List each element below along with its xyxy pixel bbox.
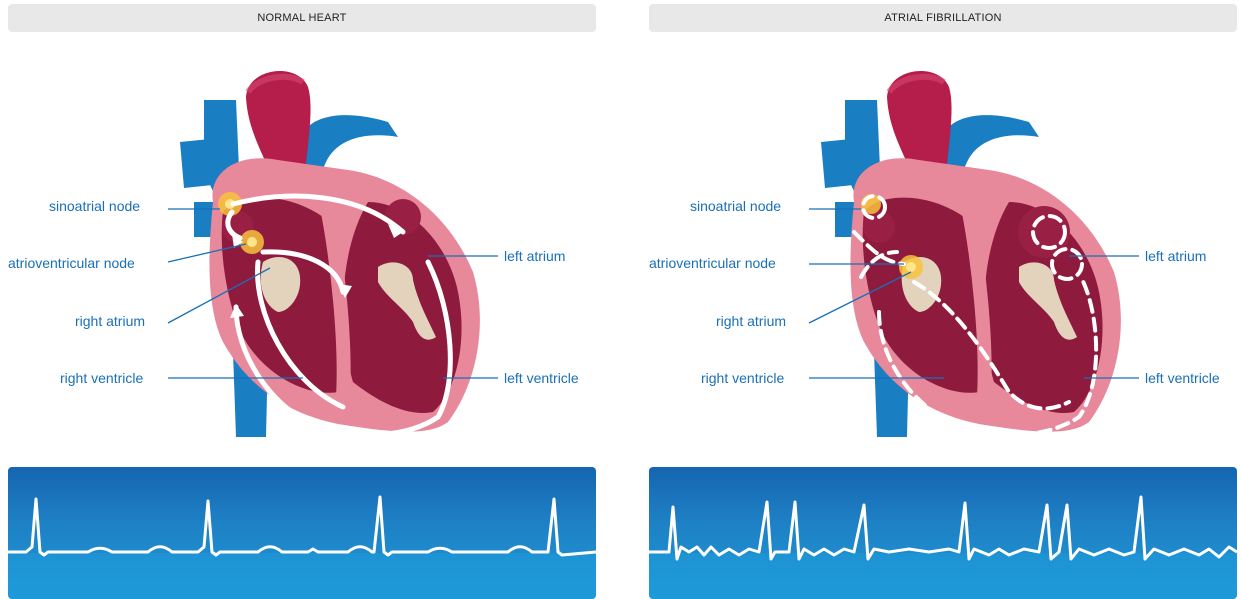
panel-title: ATRIAL FIBRILLATION xyxy=(649,4,1237,32)
label-right-ventricle: right ventricle xyxy=(60,370,160,386)
normal-heart-panel: NORMAL HEART xyxy=(8,0,598,599)
ecg-strip-normal xyxy=(8,467,596,599)
label-right-atrium: right atrium xyxy=(75,313,160,329)
label-left-atrium: left atrium xyxy=(1145,248,1206,264)
label-left-ventricle: left ventricle xyxy=(504,370,579,386)
label-right-ventricle: right ventricle xyxy=(701,370,801,386)
ecg-strip-afib xyxy=(649,467,1237,599)
label-atrioventricular-node: atrioventricular node xyxy=(649,255,801,271)
ecg-trace-normal xyxy=(8,467,596,599)
label-sinoatrial-node: sinoatrial node xyxy=(690,198,801,214)
label-left-ventricle: left ventricle xyxy=(1145,370,1220,386)
label-atrioventricular-node: atrioventricular node xyxy=(8,255,160,271)
afib-heart-panel: ATRIAL FIBRILLATION xyxy=(649,0,1239,599)
ecg-trace-afib xyxy=(649,467,1237,599)
label-left-atrium: left atrium xyxy=(504,248,565,264)
panel-title: NORMAL HEART xyxy=(8,4,596,32)
label-sinoatrial-node: sinoatrial node xyxy=(49,198,160,214)
label-right-atrium: right atrium xyxy=(716,313,801,329)
